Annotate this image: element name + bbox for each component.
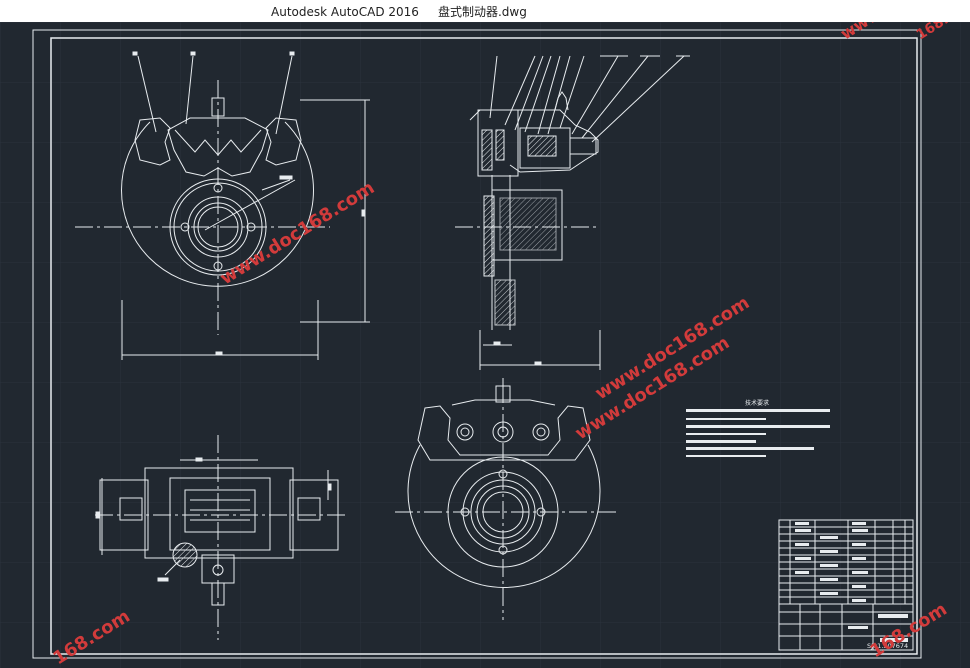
title-block xyxy=(778,519,914,651)
section-view xyxy=(455,55,690,370)
assembly-front-view xyxy=(395,378,620,620)
window-titlebar: Autodesk AutoCAD 2016 盘式制动器.dwg xyxy=(0,0,970,22)
drawing-canvas[interactable]: 技术要求 xyxy=(0,22,970,668)
title-block-fills xyxy=(795,522,908,642)
front-view-disc xyxy=(75,51,370,360)
tech-title: 技术要求 xyxy=(745,399,769,407)
sheet-border xyxy=(32,29,922,659)
window-title: Autodesk AutoCAD 2016 盘式制动器.dwg xyxy=(271,5,527,19)
drawing-number: SJ01.307674 xyxy=(867,642,908,650)
technical-requirements: 技术要求 xyxy=(686,399,830,457)
top-view-caliper xyxy=(95,435,345,640)
